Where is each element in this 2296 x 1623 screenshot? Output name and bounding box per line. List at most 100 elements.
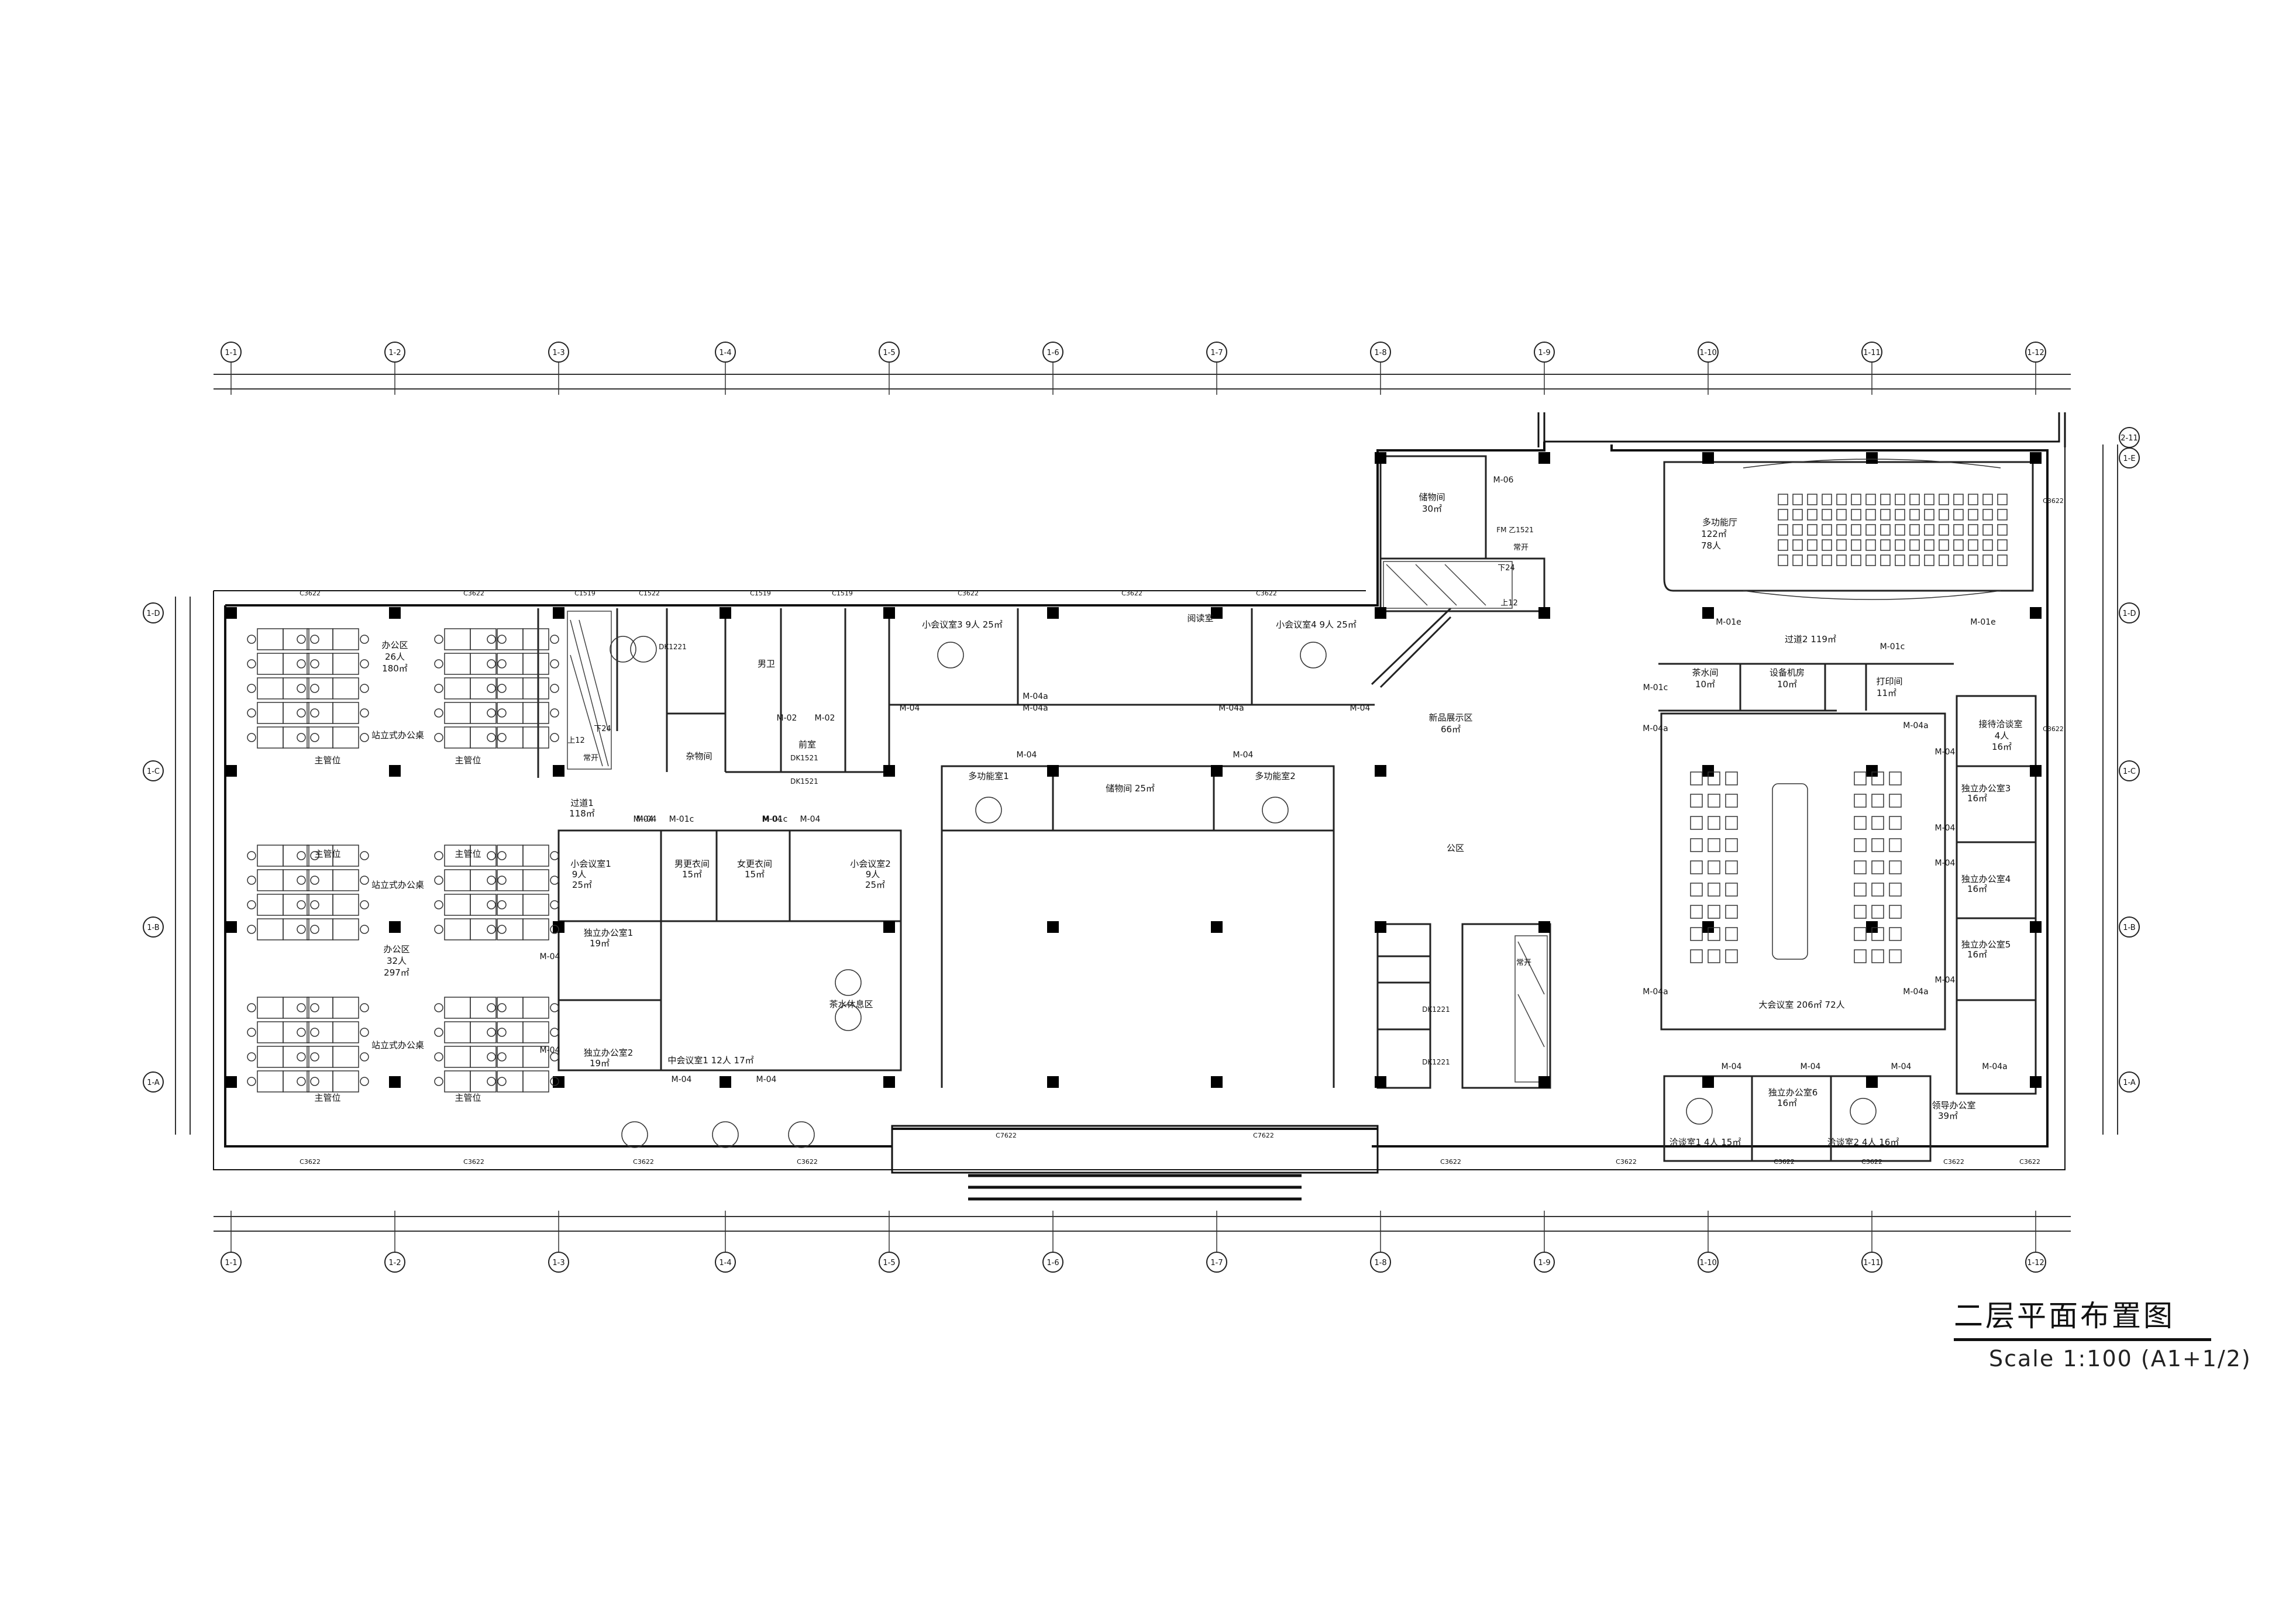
door-tag: M-04a — [1218, 704, 1244, 713]
chair — [1889, 949, 1902, 963]
label-tea-area: 茶水休息区 — [829, 999, 873, 1009]
label-small-meeting1-2: 9人 — [572, 869, 587, 880]
fire-door-tag: FM 乙1521 — [1496, 526, 1534, 534]
window-tag: C3622 — [1616, 1158, 1637, 1166]
round-table — [975, 797, 1002, 823]
chair — [497, 684, 507, 693]
seat — [1865, 539, 1876, 551]
chair — [310, 1077, 319, 1086]
seat — [1968, 539, 1978, 551]
column — [720, 607, 731, 619]
desk — [470, 845, 497, 867]
label-pantry-1: 茶水间 — [1692, 667, 1718, 678]
chair — [550, 1028, 559, 1037]
column — [1047, 607, 1059, 619]
seat — [1778, 554, 1788, 566]
axis-bottom-1-6-circle — [1042, 1252, 1063, 1273]
chair — [247, 635, 256, 644]
chair — [487, 1028, 496, 1037]
chair — [310, 1003, 319, 1012]
desk — [522, 1070, 549, 1093]
desk — [522, 702, 549, 724]
round-table — [1300, 642, 1327, 669]
chair — [550, 851, 559, 860]
axis-top-1-8-circle — [1370, 342, 1391, 363]
chair — [297, 851, 306, 860]
seat — [1982, 539, 1993, 551]
chair — [550, 733, 559, 742]
label-office-north-3: 180㎡ — [382, 663, 408, 674]
chair — [1690, 905, 1703, 919]
seat — [1792, 539, 1803, 551]
desk — [444, 726, 471, 749]
door-tag: M-04 — [1017, 750, 1037, 760]
seat — [1939, 524, 1949, 536]
chair — [434, 876, 443, 885]
interior-walls — [537, 455, 2037, 1162]
seat — [1939, 509, 1949, 521]
chair — [550, 708, 559, 718]
desk — [444, 997, 471, 1019]
desk — [283, 726, 309, 749]
chair — [487, 733, 496, 742]
axis-top-1-1: 1-1 — [225, 349, 237, 357]
column — [225, 765, 237, 777]
axis-top-1-11: 1-11 — [1863, 349, 1881, 357]
stair-note: 上12 — [1500, 599, 1518, 608]
axis-left-1-A-circle — [143, 1071, 164, 1093]
desk — [283, 628, 309, 650]
chair — [1871, 838, 1884, 852]
axis-top-1-4-circle — [715, 342, 736, 363]
label-leader-office-2: 39㎡ — [1938, 1111, 1958, 1121]
door-tag: M-02 — [777, 714, 797, 723]
column — [1375, 765, 1386, 777]
axis-top-1-8: 1-8 — [1374, 349, 1386, 357]
chair — [1690, 816, 1703, 830]
axis-bottom-1-5: 1-5 — [883, 1259, 895, 1267]
chair — [550, 1077, 559, 1086]
door-tag: M-04 — [1935, 859, 1956, 868]
round-table — [1262, 797, 1289, 823]
axis-right-2-11: 2-11 — [2121, 434, 2138, 443]
desk — [470, 1046, 497, 1068]
chair — [550, 1052, 559, 1062]
label-reception-room-2: 4人 — [1995, 730, 2009, 741]
chair — [310, 1052, 319, 1062]
window-tag: C1522 — [639, 590, 660, 597]
axis-top-1-3: 1-3 — [552, 349, 564, 357]
desk — [497, 1046, 524, 1068]
chair — [1690, 927, 1703, 941]
door-tag: M-04 — [1722, 1062, 1742, 1071]
seat — [1865, 509, 1876, 521]
desk — [257, 726, 284, 749]
seat — [1822, 524, 1832, 536]
stair-note: 下24 — [1498, 564, 1515, 573]
axis-bottom-1-2-circle — [384, 1252, 405, 1273]
seat — [1807, 494, 1817, 505]
window-tag: C7622 — [996, 1132, 1017, 1139]
desk — [283, 997, 309, 1019]
chair — [247, 1003, 256, 1012]
seat — [1807, 509, 1817, 521]
desk — [283, 869, 309, 891]
chair — [1708, 883, 1720, 897]
door-tag: M-04 — [540, 952, 560, 962]
chair — [1854, 838, 1867, 852]
seat — [1836, 539, 1847, 551]
label-hall-1: 多功能厅 — [1702, 517, 1737, 528]
chair — [297, 1003, 306, 1012]
column — [2030, 1076, 2042, 1088]
chair — [297, 659, 306, 669]
desk — [497, 726, 524, 749]
axis-bottom-1-1: 1-1 — [225, 1259, 237, 1267]
desk — [444, 1046, 471, 1068]
axis-bottom-1-12: 1-12 — [2027, 1259, 2044, 1267]
chair — [310, 708, 319, 718]
chair — [550, 876, 559, 885]
chair — [1708, 838, 1720, 852]
axis-right-1-C: 1-C — [2123, 767, 2136, 776]
window-tag: C3622 — [1256, 590, 1277, 597]
desk — [332, 894, 359, 916]
label-reception: 前室 — [798, 739, 816, 750]
desk — [497, 702, 524, 724]
